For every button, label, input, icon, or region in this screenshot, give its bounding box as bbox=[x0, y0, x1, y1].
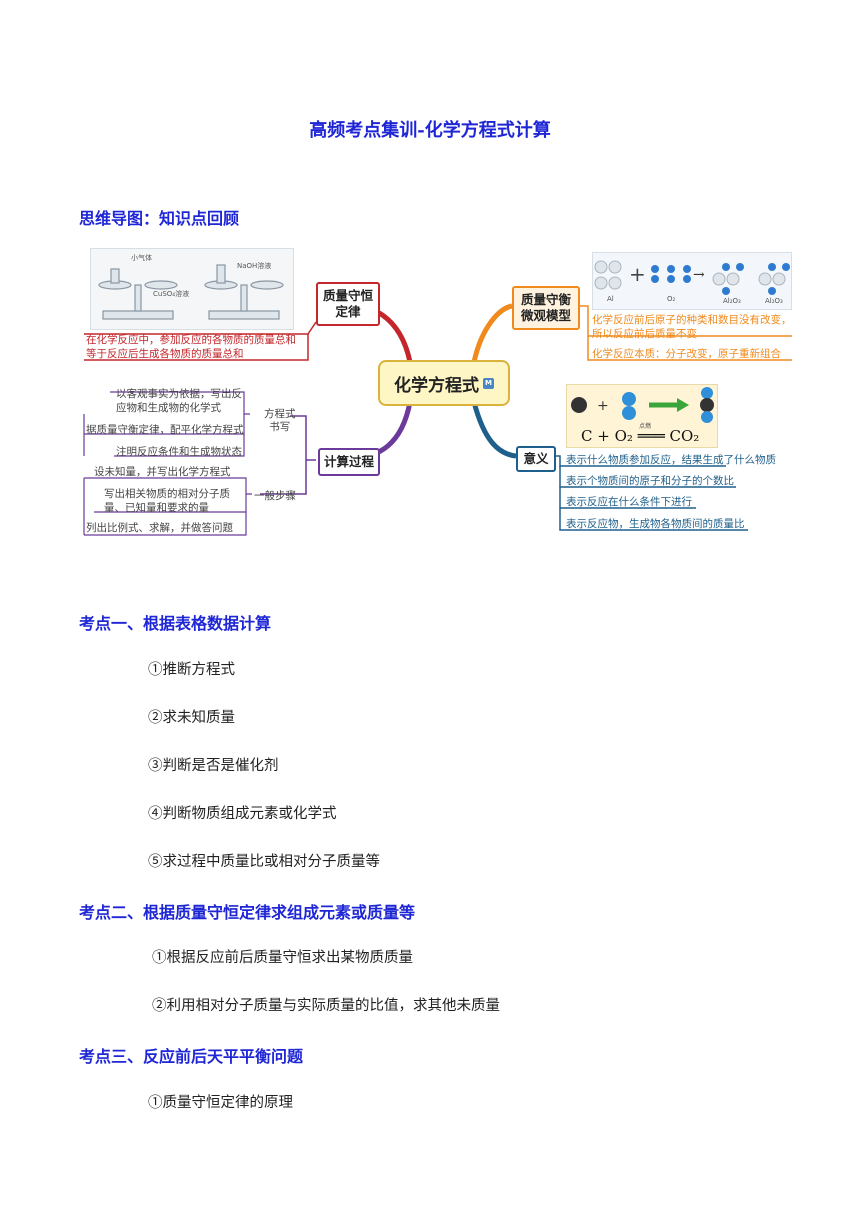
mindmap-badge-icon: M bbox=[483, 377, 494, 389]
meaning-item: 表示反应物，生成物各物质间的质量比 bbox=[566, 518, 745, 530]
equation-condition: 点燃 bbox=[639, 423, 652, 430]
node-calculation: 计算过程 bbox=[318, 448, 380, 476]
mindmap-heading: 思维导图：知识点回顾 bbox=[79, 209, 240, 228]
writing-label: 方程式 书写 bbox=[264, 408, 296, 433]
writing-item: 注明反应条件和生成物状态 bbox=[116, 446, 242, 458]
writing-item: 据质量守衡定律，配平化学方程式 bbox=[86, 424, 244, 436]
micro-text: 化学反应前后原子的种类和数目没有改变， bbox=[592, 314, 792, 326]
list-item: ③判断是否是催化剂 bbox=[148, 758, 279, 774]
steps-item: 量、已知量和要求的量 bbox=[104, 502, 209, 514]
section-heading: 考点二、根据质量守恒定律求组成元素或质量等 bbox=[79, 903, 416, 922]
list-item: ④判断物质组成元素或化学式 bbox=[148, 806, 337, 822]
writing-item: 应物和生成物的化学式 bbox=[116, 402, 221, 414]
img-label: Al bbox=[607, 295, 614, 303]
img-label: O₂ bbox=[667, 295, 676, 303]
equation: C + O₂ ═══ CO₂ bbox=[581, 427, 700, 445]
img-label: Al₂O₃ bbox=[723, 297, 741, 305]
micro-model-illustration: + → Al O₂ Al₂O₃ Al₂O₃ bbox=[592, 252, 792, 310]
equation-illustration: + C + O₂ ═══ CO₂ 点燃 bbox=[566, 384, 718, 448]
center-label: 化学方程式 bbox=[394, 375, 479, 396]
list-item: ⑤求过程中质量比或相对分子质量等 bbox=[148, 854, 380, 870]
svg-text:+: + bbox=[629, 262, 646, 286]
img-label: CuSO₄溶液 bbox=[153, 290, 190, 298]
svg-text:→: → bbox=[693, 267, 705, 283]
img-label: NaOH溶液 bbox=[237, 262, 272, 270]
writing-item: 以客观事实为依据，写出反 bbox=[116, 388, 242, 400]
list-item: ①推断方程式 bbox=[148, 662, 235, 678]
balance-illustration: 小气体 CuSO₄溶液 NaOH溶液 bbox=[90, 248, 294, 330]
page-title: 高频考点集训-化学方程式计算 bbox=[309, 120, 551, 141]
mass-law-text: 在化学反应中，参加反应的各物质的质量总和 bbox=[86, 334, 296, 346]
list-item: ②利用相对分子质量与实际质量的比值，求其他未质量 bbox=[152, 998, 500, 1014]
mass-law-text: 等于反应后生成各物质的质量总和 bbox=[86, 348, 244, 360]
node-micro-model: 质量守衡 微观模型 bbox=[512, 286, 580, 330]
micro-text-essence: 化学反应本质：分子改变，原子重新组合 bbox=[592, 348, 781, 360]
steps-item: 设未知量，并写出化学方程式 bbox=[94, 466, 231, 478]
node-meaning: 意义 bbox=[516, 446, 556, 472]
center-node: 化学方程式 M bbox=[378, 360, 510, 406]
steps-item: 写出相关物质的相对分子质 bbox=[104, 488, 230, 500]
meaning-item: 表示反应在什么条件下进行 bbox=[566, 496, 692, 508]
section-heading: 考点三、反应前后天平平衡问题 bbox=[79, 1047, 304, 1066]
node-mass-conservation: 质量守恒 定律 bbox=[316, 282, 380, 326]
meaning-item: 表示个物质间的原子和分子的个数比 bbox=[566, 475, 734, 487]
steps-item: 列出比例式、求解，并做答问题 bbox=[86, 522, 233, 534]
micro-text: 所以反应前后质量不变 bbox=[592, 328, 697, 340]
steps-label: 一般步骤 bbox=[254, 490, 296, 502]
mind-map-branches bbox=[83, 301, 792, 536]
list-item: ②求未知质量 bbox=[148, 710, 235, 726]
mind-map: 小气体 CuSO₄溶液 NaOH溶液 质量守恒 定律 在化学反应中，参加反应的各… bbox=[80, 244, 792, 540]
img-label: Al₂O₃ bbox=[765, 297, 783, 305]
list-item: ①质量守恒定律的原理 bbox=[148, 1095, 293, 1111]
meaning-item: 表示什么物质参加反应，结果生成了什么物质 bbox=[566, 454, 776, 466]
list-item: ①根据反应前后质量守恒求出某物质质量 bbox=[152, 950, 413, 966]
img-label: 小气体 bbox=[131, 254, 152, 262]
svg-text:+: + bbox=[597, 398, 609, 414]
section-heading: 考点一、根据表格数据计算 bbox=[79, 614, 272, 633]
